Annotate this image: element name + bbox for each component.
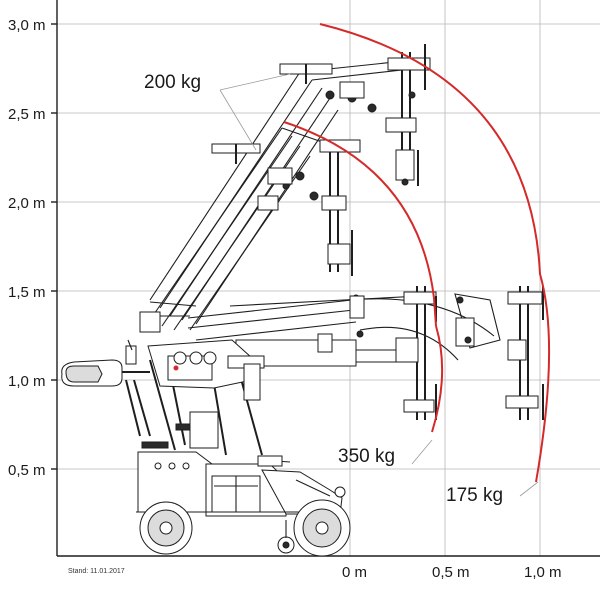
wheels [139,499,351,557]
lifting-machine-drawing [61,44,544,557]
y-tick-label: 3,0 m [8,17,46,34]
load-label-175kg: 175 kg [446,485,503,506]
load-curves [283,23,551,483]
control-handle [61,339,151,437]
load-label-350kg: 350 kg [338,446,395,467]
x-axis-labels: 0 m 0,5 m 1,0 m [342,564,562,581]
x-tick-label: 0 m [342,564,367,581]
date-stamp: Stand: 11.01.2017 [68,568,125,575]
load-labels: 200 kg 350 kg 175 kg [144,72,539,506]
axes [51,0,600,557]
y-tick-label: 0,5 m [8,462,46,479]
curve-350kg [283,121,437,327]
y-axis-labels: 3,0 m 2,5 m 2,0 m 1,5 m 1,0 m 0,5 m [8,17,46,479]
boom-horizontal-pose [187,286,544,420]
boom-middle-pose [149,127,361,331]
y-tick-label: 2,5 m [8,106,46,123]
y-tick-label: 1,0 m [8,373,46,390]
y-tick-label: 2,0 m [8,195,46,212]
load-label-200kg: 200 kg [144,72,201,93]
x-tick-label: 0,5 m [432,564,470,581]
curve-175kg [319,23,551,483]
curve-350kg-lower [431,325,444,433]
y-tick-label: 1,5 m [8,284,46,301]
lift-column [139,301,265,456]
x-tick-label: 1,0 m [524,564,562,581]
